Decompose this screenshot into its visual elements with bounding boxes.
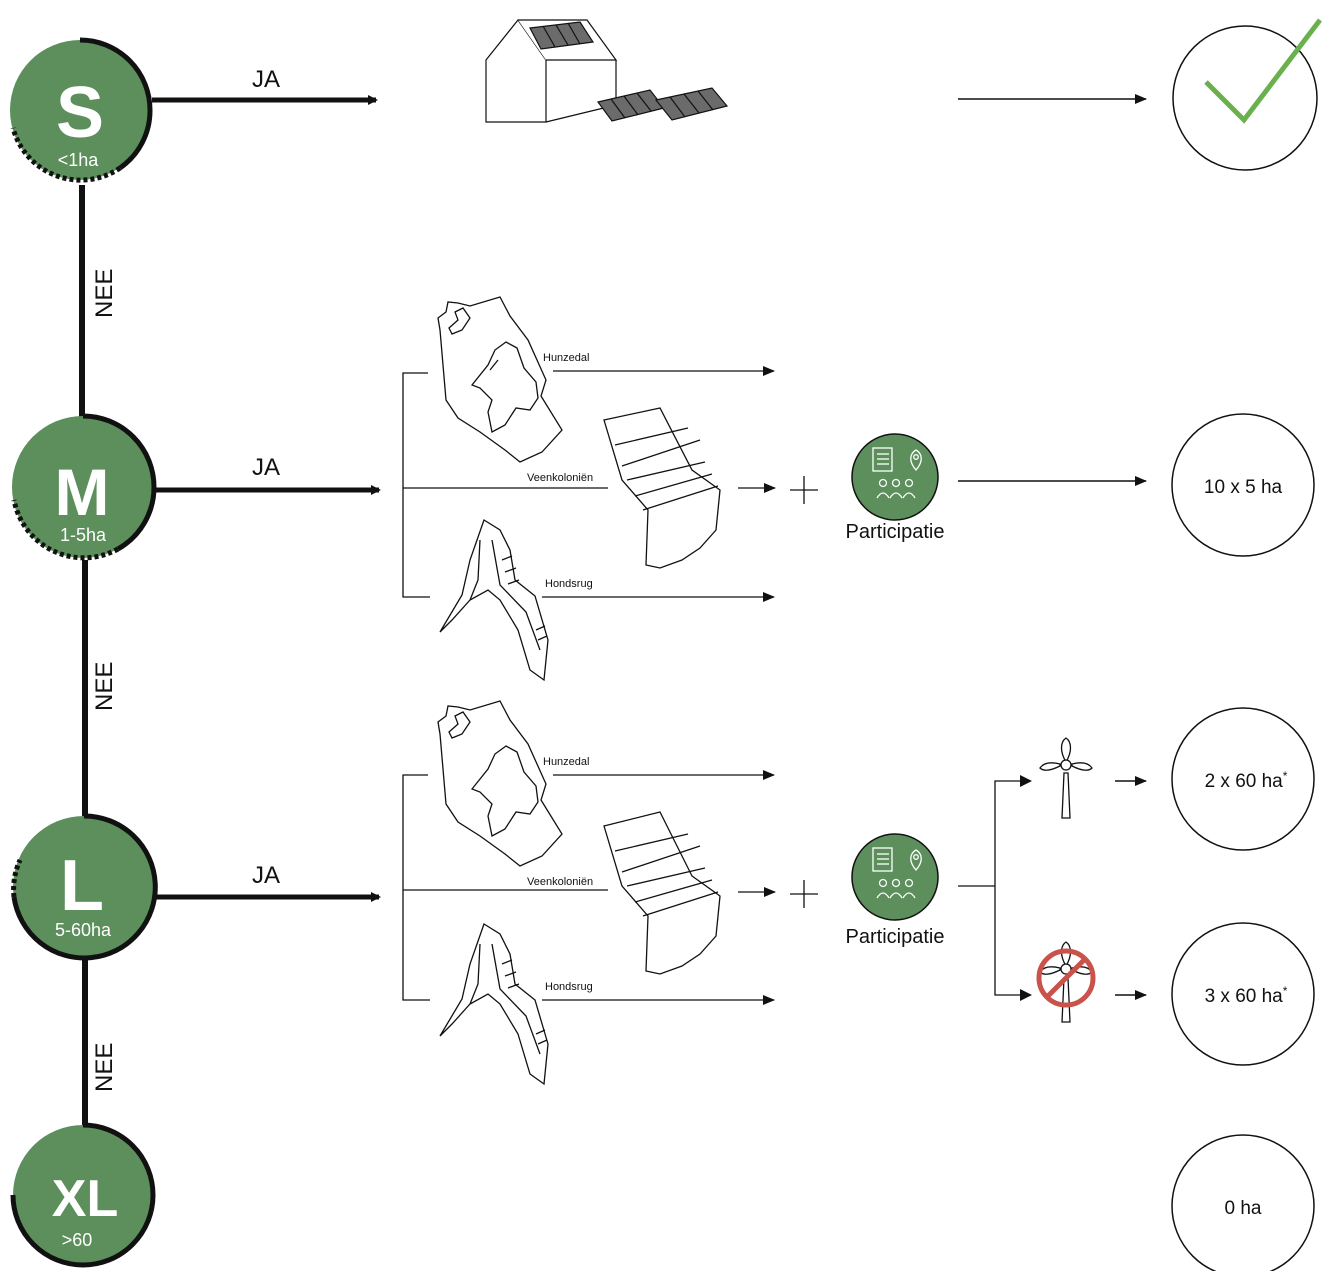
wind-branch-arrowhead [1020, 775, 1032, 787]
participation-icon-m [851, 433, 939, 521]
result-circle-m [1171, 413, 1315, 557]
checkmark-icon [1204, 18, 1322, 124]
result-circle-l-nowind [1171, 922, 1315, 1066]
result-circle-xl [1171, 1134, 1315, 1271]
region-label-hondsrug-m: Hondsrug [545, 578, 593, 590]
size-letter-m: M [55, 455, 110, 529]
size-range-s: <1ha [58, 150, 100, 170]
nee-label-3: NEE [91, 1043, 118, 1092]
nee-label-2: NEE [91, 662, 118, 711]
no-wind-turbine-icon [1036, 941, 1096, 1023]
size-range-l: 5-60ha [55, 920, 112, 940]
wind-split-bracket [958, 780, 1030, 996]
wind-turbine-icon [1039, 737, 1093, 819]
result-l-nowind-value: 3 x 60 ha [1205, 986, 1284, 1007]
result-l-wind-value: 2 x 60 ha [1205, 771, 1284, 792]
size-circle-s: S <1ha [10, 37, 153, 183]
participation-label-l: Participatie [846, 926, 945, 948]
house-with-solar-panels-icon [485, 18, 729, 123]
ja-label-s: JA [252, 66, 280, 93]
nowind-branch-arrowhead [1020, 989, 1032, 1001]
ja-label-l: JA [252, 862, 280, 889]
region-label-veenkolonien-m: Veenkoloniën [527, 472, 593, 484]
plus-icon-l [790, 880, 818, 908]
result-l-nowind: 3 x 60 ha* [1205, 984, 1288, 1007]
plus-icon-m [790, 476, 818, 504]
result-l-wind-asterisk: * [1283, 769, 1288, 783]
participation-icon-l [851, 833, 939, 921]
result-circle-l-wind [1171, 707, 1315, 851]
size-letter-xl: XL [52, 1170, 118, 1228]
region-bracket-m [402, 372, 430, 598]
region-map-hondsrug-m [439, 519, 549, 682]
region-map-hunzedal-m [437, 296, 563, 463]
result-l-nowind-asterisk: * [1283, 984, 1288, 998]
size-letter-s: S [56, 73, 104, 153]
region-label-veenkolonien-l: Veenkoloniën [527, 876, 593, 888]
region-map-veenkolonien-l [603, 811, 721, 975]
region-label-hondsrug-l: Hondsrug [545, 981, 593, 993]
region-bracket-l [402, 774, 430, 1001]
result-circle-s [1172, 25, 1318, 171]
result-m: 10 x 5 ha [1204, 477, 1283, 498]
size-letter-l: L [60, 846, 104, 926]
size-circle-m: M 1-5ha [11, 413, 157, 561]
region-label-hunzedal-l: Hunzedal [543, 756, 589, 768]
size-circle-l: L 5-60ha [11, 813, 158, 961]
participation-label-m: Participatie [846, 521, 945, 543]
nee-label-1: NEE [91, 269, 118, 318]
region-map-hunzedal-l [437, 700, 563, 867]
result-l-wind: 2 x 60 ha* [1205, 769, 1288, 792]
region-map-hondsrug-l [439, 923, 549, 1086]
region-label-hunzedal-m: Hunzedal [543, 352, 589, 364]
size-range-xl: >60 [62, 1230, 93, 1250]
size-range-m: 1-5ha [60, 525, 107, 545]
region-map-veenkolonien-m [603, 407, 721, 569]
ja-label-m: JA [252, 454, 280, 481]
result-xl: 0 ha [1225, 1198, 1262, 1219]
size-circle-xl: XL >60 [10, 1122, 156, 1268]
